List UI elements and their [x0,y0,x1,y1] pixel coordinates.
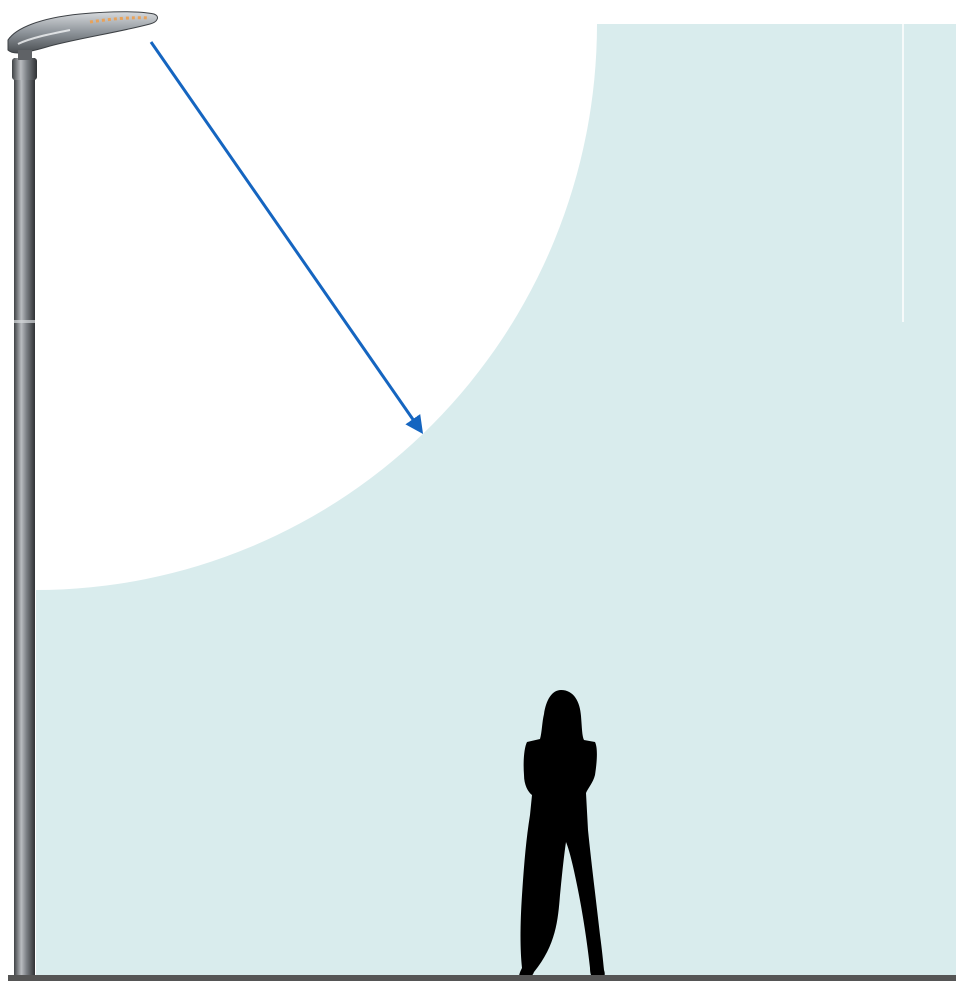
illuminated-zone [36,24,956,976]
lamp-head [8,12,157,60]
ground-line [8,975,956,981]
pole-joint [14,320,35,323]
pole-collar [12,58,37,80]
light-direction-arrow [151,42,421,431]
lamp-pole [14,58,35,978]
